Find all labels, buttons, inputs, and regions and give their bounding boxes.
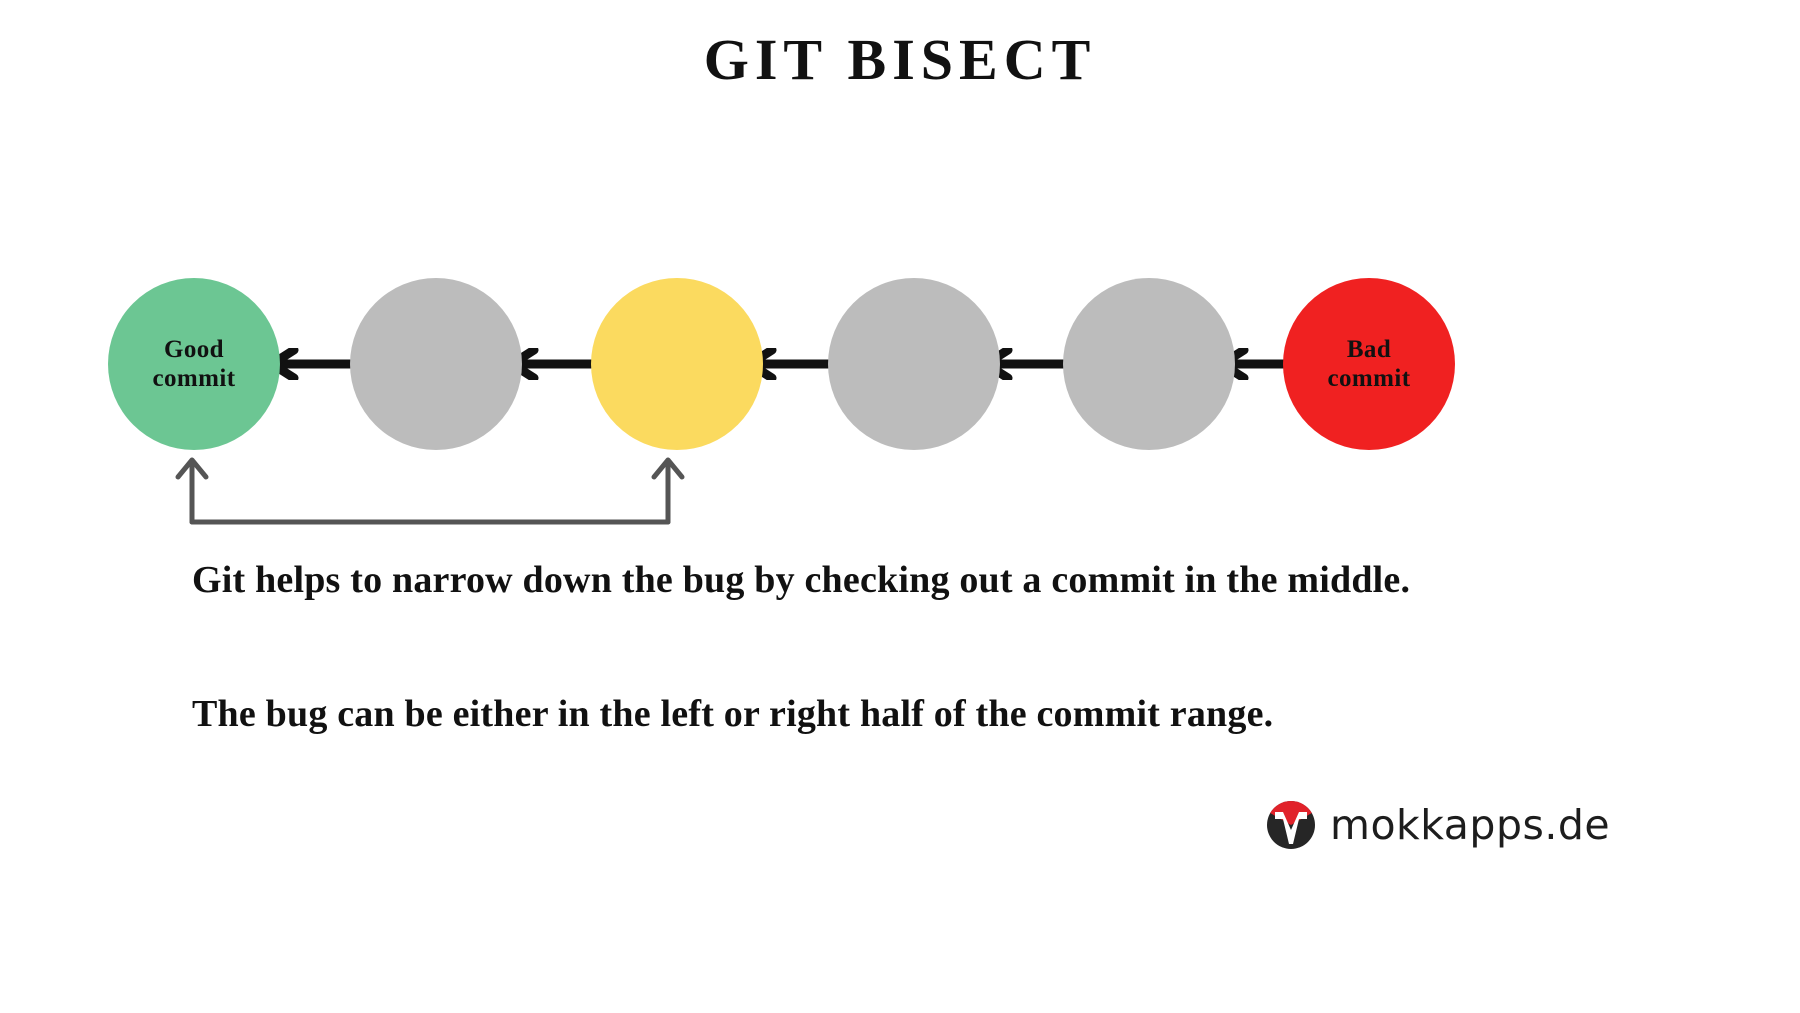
mokkapps-m-logo-icon [1266, 800, 1316, 850]
brand-watermark: mokkapps.de [1266, 800, 1610, 850]
explanation-paragraph-1: Git helps to narrow down the bug by chec… [192, 559, 1411, 601]
commit-node-midpoint-commit[interactable] [591, 278, 763, 450]
commit-node-bad-commit[interactable]: Bad commit [1283, 278, 1455, 450]
bracket-left-arrowhead [175, 457, 209, 480]
range-bracket [170, 450, 710, 560]
commit-node-commit-5[interactable] [1063, 278, 1235, 450]
commit-node-commit-2[interactable] [350, 278, 522, 450]
commit-node-label: Bad commit [1327, 335, 1411, 393]
page-title: GIT BISECT [703, 27, 1097, 92]
commit-node-label: Good commit [152, 335, 236, 393]
commit-node-commit-4[interactable] [828, 278, 1000, 450]
commit-chain: Good commit Bad commit [0, 278, 1800, 450]
commit-node-good-commit[interactable]: Good commit [108, 278, 280, 450]
bracket-right-arrowhead [651, 457, 685, 480]
explanation-paragraph-2: The bug can be either in the left or rig… [192, 693, 1274, 735]
brand-name: mokkapps.de [1330, 800, 1611, 849]
